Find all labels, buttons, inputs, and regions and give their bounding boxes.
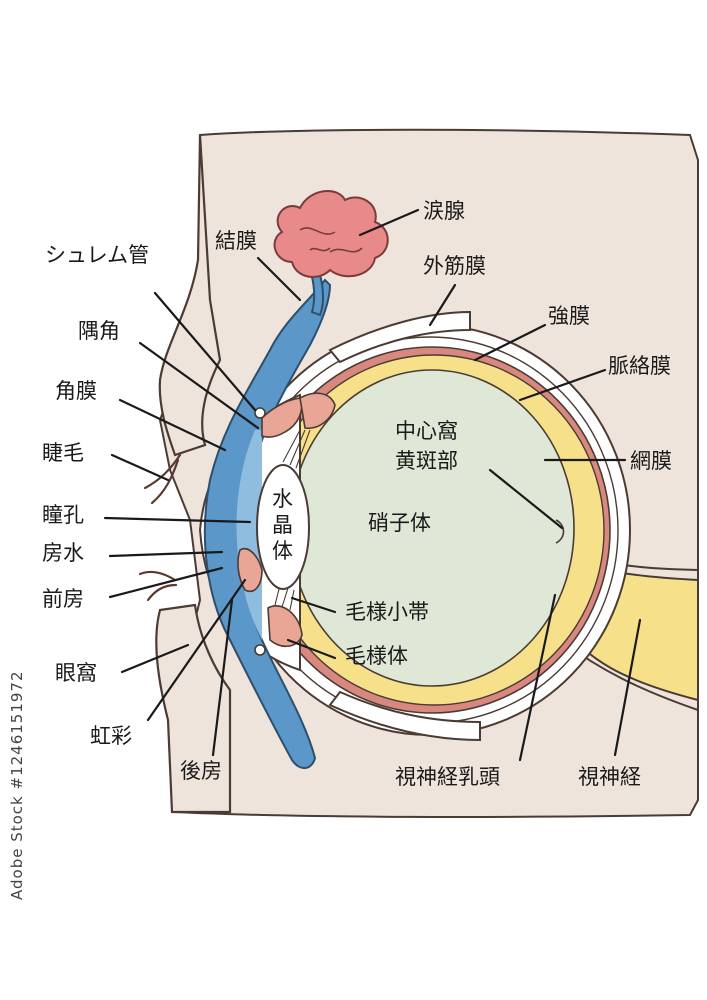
lens-shape xyxy=(256,464,310,590)
label-schlemm-canal: シュレム管 xyxy=(45,243,149,267)
stock-credit: Adobe Stock xyxy=(8,795,26,900)
label-optic-nerve: 視神経 xyxy=(578,765,641,789)
extraocular-muscle-upper xyxy=(328,310,471,364)
iris-upper xyxy=(261,397,303,438)
label-fovea-line1: 中心窩 xyxy=(395,419,458,443)
label-fovea-line2: 黄斑部 xyxy=(395,449,458,473)
extraocular-muscle-lower xyxy=(328,690,481,742)
label-conjunctiva: 結膜 xyxy=(215,229,257,253)
label-cornea: 角膜 xyxy=(55,379,97,403)
eyelash-icon xyxy=(138,453,182,602)
label-orbit: 眼窩 xyxy=(55,661,97,685)
vitreous-body-shape xyxy=(289,369,575,687)
label-choroid: 脈絡膜 xyxy=(608,354,671,378)
label-angle: 隅角 xyxy=(78,319,120,343)
lower-eyelid xyxy=(155,603,232,814)
label-aqueous: 房水 xyxy=(42,541,84,565)
label-pupil: 瞳孔 xyxy=(42,503,84,527)
upper-eyelid xyxy=(158,134,222,457)
stock-id: #1246151972 xyxy=(8,670,26,790)
label-lacrimal-gland: 涙腺 xyxy=(423,199,465,223)
schlemm-canal-icon xyxy=(254,407,266,419)
label-retina: 網膜 xyxy=(630,449,672,473)
label-iris: 虹彩 xyxy=(90,724,132,748)
label-optic-disc: 視神経乳頭 xyxy=(395,765,500,789)
label-vitreous: 硝子体 xyxy=(368,511,431,535)
label-ciliary-body: 毛様体 xyxy=(345,644,408,668)
label-lens-1: 水 xyxy=(272,487,293,511)
zonule-fibers xyxy=(274,429,311,611)
label-sclera: 強膜 xyxy=(548,304,590,328)
label-anterior-chamber: 前房 xyxy=(42,587,84,611)
leader-lines xyxy=(103,208,642,762)
label-lens-2: 晶 xyxy=(272,513,293,537)
schlemm-canal-lower-icon xyxy=(254,644,266,656)
label-eyelash: 睫毛 xyxy=(42,441,84,465)
lacrimal-gland-detail xyxy=(299,227,363,253)
label-zonule: 毛様小帯 xyxy=(345,600,429,624)
ciliary-body-upper xyxy=(299,392,336,430)
stock-id-watermark: Adobe Stock #1246151972 xyxy=(8,670,34,900)
label-lens-3: 体 xyxy=(272,539,293,563)
label-extraocular-muscle: 外筋膜 xyxy=(423,254,486,278)
fovea-notch xyxy=(555,519,565,544)
label-posterior-chamber: 後房 xyxy=(180,759,222,783)
